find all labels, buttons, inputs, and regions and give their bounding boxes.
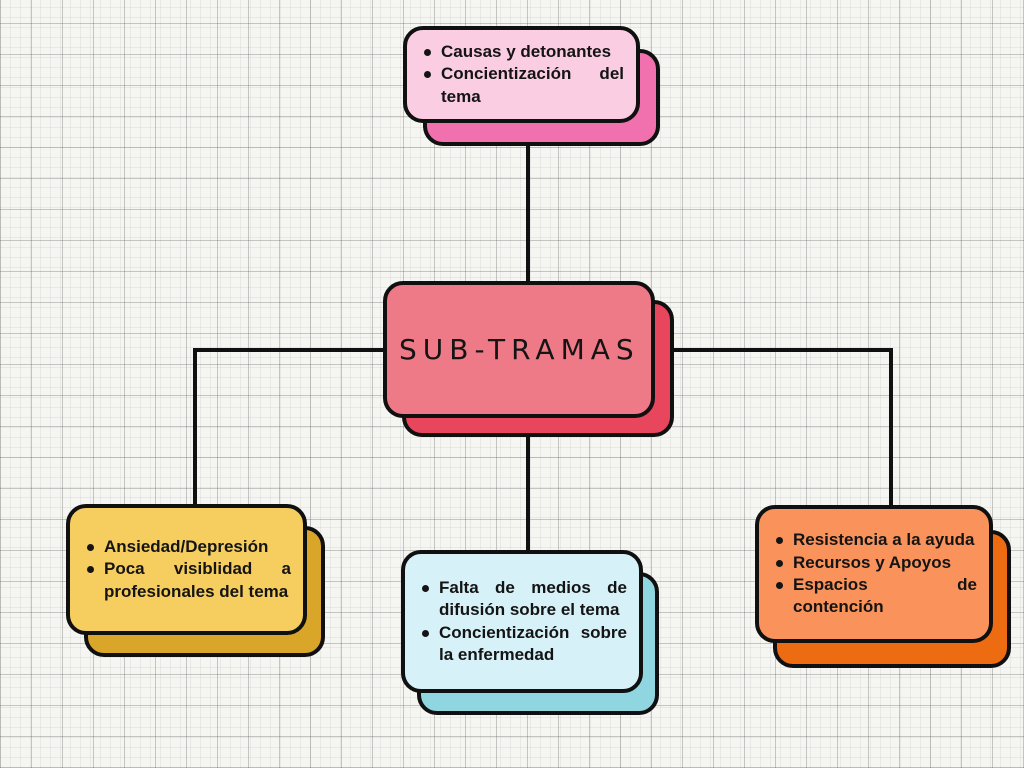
node-left-card[interactable]: Ansiedad/Depresión Poca visiblidad a pro… (66, 504, 307, 635)
list-item: Resistencia a la ayuda (771, 529, 977, 551)
list-item: Causas y detonantes (419, 41, 624, 63)
node-right[interactable]: Resistencia a la ayuda Recursos y Apoyos… (755, 505, 1015, 675)
list-item: Concientización del tema (419, 63, 624, 108)
list-item: Falta de medios de difusión sobre el tem… (417, 577, 627, 622)
list-item: Ansiedad/Depresión (82, 536, 291, 558)
node-bottom[interactable]: Falta de medios de difusión sobre el tem… (401, 550, 663, 720)
center-node-label: SUB-TRAMAS (399, 333, 640, 366)
list-item: Poca visiblidad a profesionales del tema (82, 558, 291, 603)
bullet-list: Causas y detonantes Concientización del … (419, 41, 624, 108)
connector-right-vertical (889, 348, 893, 509)
node-left[interactable]: Ansiedad/Depresión Poca visiblidad a pro… (66, 504, 328, 662)
node-right-card[interactable]: Resistencia a la ayuda Recursos y Apoyos… (755, 505, 993, 643)
bullet-list: Resistencia a la ayuda Recursos y Apoyos… (771, 529, 977, 619)
connector-left-vertical (193, 348, 197, 508)
bullet-list: Falta de medios de difusión sobre el tem… (417, 577, 627, 667)
connector-top-vertical (526, 146, 530, 286)
node-bottom-card[interactable]: Falta de medios de difusión sobre el tem… (401, 550, 643, 693)
bullet-list: Ansiedad/Depresión Poca visiblidad a pro… (82, 536, 291, 603)
list-item: Recursos y Apoyos (771, 552, 977, 574)
node-center[interactable]: SUB-TRAMAS (383, 281, 678, 441)
list-item: Espacios de contención (771, 574, 977, 619)
node-top-card[interactable]: Causas y detonantes Concientización del … (403, 26, 640, 123)
node-center-card[interactable]: SUB-TRAMAS (383, 281, 655, 418)
node-top[interactable]: Causas y detonantes Concientización del … (403, 26, 663, 154)
list-item: Concientización sobre la enfermedad (417, 622, 627, 667)
connector-bottom-vertical (526, 420, 530, 554)
